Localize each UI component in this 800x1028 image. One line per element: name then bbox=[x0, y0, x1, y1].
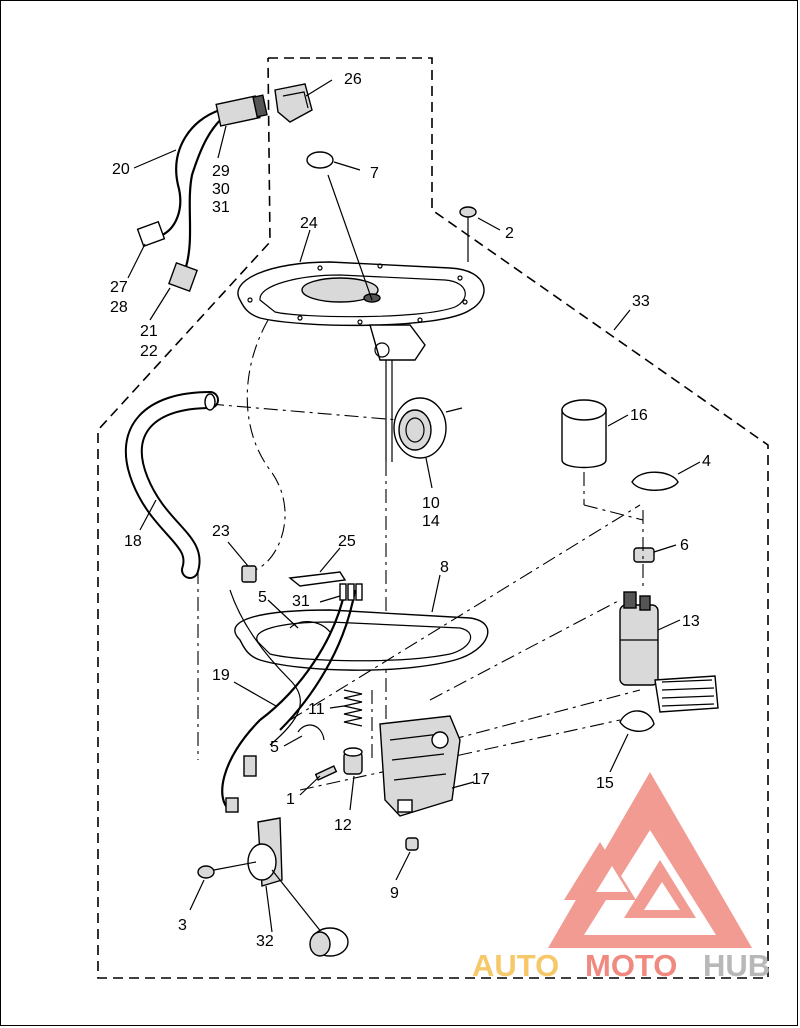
callout-19: 19 bbox=[212, 667, 230, 684]
part-cover-plate-24 bbox=[237, 261, 485, 462]
callout-5-upper: 5 bbox=[258, 589, 267, 606]
watermark-hub: HUB bbox=[703, 948, 770, 983]
callout-16: 16 bbox=[630, 407, 648, 424]
part-float-10-14 bbox=[209, 397, 463, 459]
callout-18: 18 bbox=[124, 533, 142, 550]
part-screw-2 bbox=[459, 206, 477, 262]
part-bracket-17 bbox=[379, 715, 461, 817]
watermark-auto: AUTO bbox=[472, 948, 559, 983]
callout-31-harness: 31 bbox=[212, 199, 230, 216]
part-retainer-15 bbox=[619, 710, 655, 732]
callout-7: 7 bbox=[370, 165, 379, 182]
callout-1: 1 bbox=[286, 791, 295, 808]
callout-12: 12 bbox=[334, 817, 352, 834]
part-filter-16 bbox=[561, 399, 607, 505]
part-gasket-8 bbox=[234, 609, 489, 671]
callout-10: 10 bbox=[422, 495, 440, 512]
callout-29: 29 bbox=[212, 163, 230, 180]
callout-13: 13 bbox=[682, 613, 700, 630]
part-clip-5-lower bbox=[297, 724, 325, 741]
callout-27: 27 bbox=[110, 279, 128, 296]
watermark-text: AUTO MOTO HUB bbox=[472, 948, 770, 983]
callout-9: 9 bbox=[390, 885, 399, 902]
callout-14: 14 bbox=[422, 513, 440, 530]
part-o-ring-7 bbox=[306, 151, 334, 169]
callout-2: 2 bbox=[505, 225, 514, 242]
callout-22: 22 bbox=[140, 343, 158, 360]
watermark-logo bbox=[548, 772, 752, 948]
callout-31-terminals: 31 bbox=[292, 593, 310, 610]
callout-17: 17 bbox=[472, 771, 490, 788]
callout-28: 28 bbox=[110, 299, 128, 316]
callout-labels: 1 2 3 4 5 5 6 7 8 9 10 11 12 13 14 15 16… bbox=[110, 71, 711, 950]
part-clamp-4 bbox=[631, 471, 679, 491]
part-pin-1 bbox=[314, 765, 338, 781]
callout-30: 30 bbox=[212, 181, 230, 198]
part-spring-11 bbox=[343, 689, 373, 760]
part-bushing-12 bbox=[343, 747, 363, 775]
callout-33: 33 bbox=[632, 293, 650, 310]
callout-4: 4 bbox=[702, 453, 711, 470]
part-screw-3 bbox=[197, 861, 257, 879]
part-hose-18 bbox=[124, 391, 219, 579]
part-clip-25 bbox=[288, 571, 347, 587]
part-harness-20 bbox=[136, 94, 268, 292]
callout-6: 6 bbox=[680, 537, 689, 554]
callout-5-lower: 5 bbox=[270, 739, 279, 756]
part-clip-5-upper bbox=[289, 621, 331, 633]
callout-32: 32 bbox=[256, 933, 274, 950]
part-connector-26 bbox=[274, 83, 313, 123]
callout-20: 20 bbox=[112, 161, 130, 178]
callout-8: 8 bbox=[440, 559, 449, 576]
callout-15: 15 bbox=[596, 775, 614, 792]
callout-26: 26 bbox=[344, 71, 362, 88]
leader-lines bbox=[127, 79, 701, 933]
part-sender-32 bbox=[247, 817, 349, 957]
assembly-boundary bbox=[97, 57, 769, 979]
callout-21: 21 bbox=[140, 323, 158, 340]
part-bumper-9 bbox=[405, 837, 419, 851]
callout-25: 25 bbox=[338, 533, 356, 550]
watermark-moto: MOTO bbox=[585, 948, 677, 983]
callout-3: 3 bbox=[178, 917, 187, 934]
callout-24: 24 bbox=[300, 215, 318, 232]
callout-23: 23 bbox=[212, 523, 230, 540]
callout-11: 11 bbox=[308, 701, 325, 718]
part-fuel-pump-13 bbox=[619, 591, 719, 713]
part-clip-6 bbox=[633, 547, 655, 563]
